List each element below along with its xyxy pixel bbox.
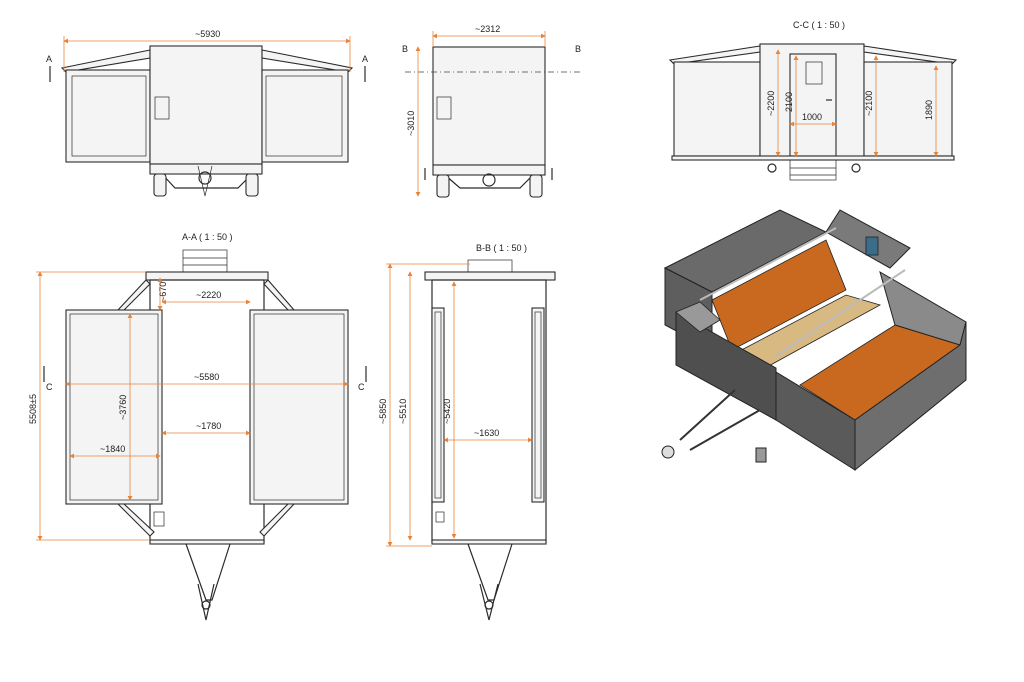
marker-a-right: A [362,54,368,64]
dim-aa-5580: ~5580 [194,372,219,382]
isometric-3d-view [661,209,967,472]
dim-aa-670: ~670 [158,282,168,302]
marker-c-right: C [358,382,365,392]
dim-aa-1840: ~1840 [100,444,125,454]
dim-cc-h1: ~2200 [766,91,776,116]
side-elevation [405,46,580,198]
marker-c-left: C [46,382,53,392]
section-cc-title: C-C ( 1 : 50 ) [793,20,845,30]
section-bb-title: B-B ( 1 : 50 ) [476,243,527,253]
front-elevation [49,45,366,197]
dim-bb-1630: ~1630 [474,428,499,438]
dim-aa-3760: ~3760 [118,395,128,420]
dim-cc-h2: 2100 [784,92,794,112]
section-bb-plan [424,259,556,621]
dim-bb-5420: ~5420 [442,399,452,424]
dim-front-width: ~5930 [195,29,220,39]
dim-aa-1780: ~1780 [196,421,221,431]
dim-side-height: ~3010 [406,111,416,136]
dim-cc-h4: 1890 [924,100,934,120]
marker-b-right: B [575,44,581,54]
dim-cc-h3: ~2100 [864,91,874,116]
section-aa-title: A-A ( 1 : 50 ) [182,232,233,242]
section-aa-plan [43,249,367,621]
dim-aa-total: 5508±5 [28,394,38,424]
dim-side-width: ~2312 [475,24,500,34]
dim-cc-door: 1000 [802,112,822,122]
marker-a-left: A [46,54,52,64]
dim-aa-2220: ~2220 [196,290,221,300]
dim-bb-5850: ~5850 [378,399,388,424]
dim-bb-5510: ~5510 [398,399,408,424]
marker-b-left: B [402,44,408,54]
